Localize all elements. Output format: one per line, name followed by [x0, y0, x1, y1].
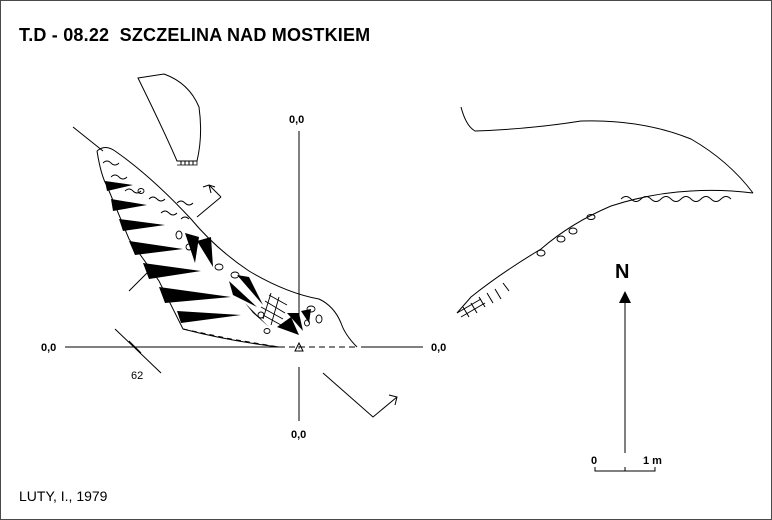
passage-arrow-upper — [202, 184, 216, 194]
survey-axes — [65, 131, 423, 421]
axis-label-right: 0,0 — [431, 342, 446, 354]
scale-label-one: 1 m — [643, 455, 662, 467]
slope-wedges — [105, 181, 311, 335]
survey-station — [294, 341, 304, 352]
north-label: N — [615, 261, 629, 283]
north-arrow — [619, 291, 631, 453]
axis-label-left: 0,0 — [41, 342, 56, 354]
clay-marks — [102, 160, 194, 220]
author-credit: LUTY, I., 1979 — [19, 488, 108, 504]
upper-chamber-outline — [137, 73, 202, 162]
fissure-outline — [96, 147, 358, 348]
passage-arrow-lower — [322, 372, 398, 418]
section-number-label: 62 — [131, 370, 143, 382]
axis-label-bottom: 0,0 — [291, 429, 306, 441]
rubble-stones — [137, 188, 323, 334]
scale-label-zero: 0 — [591, 455, 597, 467]
profile-section — [456, 106, 754, 318]
scale-bar — [594, 467, 656, 472]
drawing-title: T.D - 08.22 SZCZELINA NAD MOSTKIEM — [19, 25, 371, 45]
section-line — [114, 328, 162, 374]
axis-label-top: 0,0 — [289, 114, 304, 126]
collapse-hatching — [260, 292, 288, 326]
